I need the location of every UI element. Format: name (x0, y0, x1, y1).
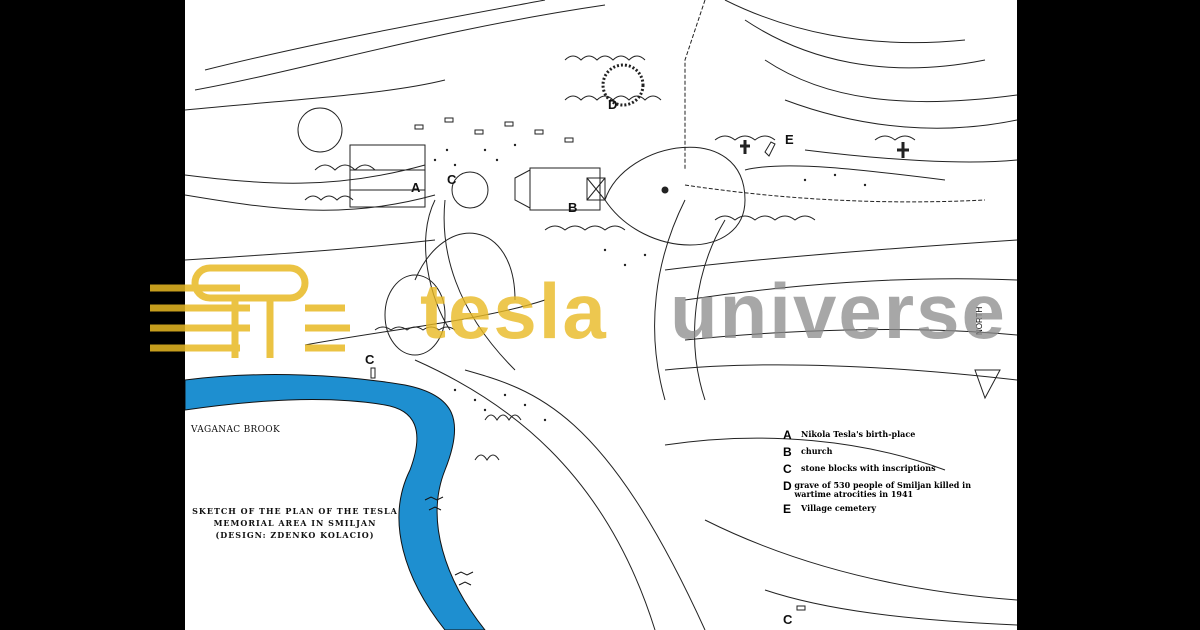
contour-line (684, 278, 1017, 301)
legend-text: grave of 530 people of Smiljan killed in… (794, 480, 972, 499)
contour-line (724, 0, 966, 44)
legend-item: D grave of 530 people of Smiljan killed … (783, 479, 983, 499)
vaganac-brook (185, 374, 486, 630)
legend-text: church (801, 446, 833, 456)
brook-label: VAGANAC BROOK (191, 425, 280, 435)
contour-line (764, 59, 1017, 103)
contour-line (194, 4, 606, 91)
legend-key: E (783, 502, 792, 516)
road (464, 369, 706, 630)
church-outline (529, 167, 601, 211)
legend-item: B church (783, 445, 983, 459)
legend-item: A Nikola Tesla's birth-place (783, 428, 983, 442)
legend-text: Nikola Tesla's birth-place (801, 429, 916, 439)
north-label: NORTH (975, 306, 984, 335)
marker-c-2: C (365, 352, 375, 367)
marker-b: B (568, 200, 578, 215)
plan-title-line-1: SKETCH OF THE PLAN OF THE TESLA (192, 506, 398, 516)
contour-line (185, 239, 436, 261)
legend-text: stone blocks with inscriptions (801, 463, 936, 473)
contour-line (185, 79, 446, 111)
plan-title-line-2: MEMORIAL AREA IN SMILJAN (213, 518, 377, 528)
road (694, 219, 726, 401)
contour-line (664, 437, 946, 471)
plan-title: SKETCH OF THE PLAN OF THE TESLA MEMORIAL… (185, 505, 405, 541)
road (654, 199, 686, 401)
site-plan-drawing (185, 0, 1017, 630)
fence (684, 0, 706, 170)
road (414, 232, 516, 301)
legend-item: C stone blocks with inscriptions (783, 462, 983, 476)
contour-line (764, 589, 1017, 626)
contour-line (185, 194, 436, 211)
grave-circle (601, 63, 645, 107)
marker-e: E (785, 132, 794, 147)
fence (684, 184, 986, 203)
contour-line (744, 19, 986, 69)
roundabout (384, 274, 446, 356)
contour-line (664, 239, 1017, 271)
garden-loop (604, 146, 746, 246)
contour-line (664, 364, 1017, 381)
legend-key: D (783, 479, 792, 493)
marker-a: A (411, 180, 421, 195)
cross (897, 142, 909, 158)
marker-c-3: C (783, 612, 793, 627)
contour-line (704, 519, 1017, 601)
road (425, 199, 451, 331)
marker-c-1: C (447, 172, 457, 187)
legend-key: C (783, 462, 792, 476)
legend-text: Village cemetery (801, 503, 876, 513)
legend-key: B (783, 445, 792, 459)
contour-line (304, 299, 546, 346)
legend-key: A (783, 428, 792, 442)
legend-item: E Village cemetery (783, 502, 983, 516)
map-sheet: A B C C C D E VAGANAC BROOK SKETCH OF TH… (185, 0, 1017, 630)
contour-line (204, 0, 546, 71)
plan-title-line-3: (DESIGN: ZDENKO KOLACIO) (215, 530, 375, 540)
legend: A Nikola Tesla's birth-place B church C … (783, 428, 983, 519)
contour-line (784, 99, 1017, 129)
road (414, 359, 656, 630)
birthplace-outline (349, 144, 426, 208)
contour-line (684, 329, 1017, 341)
road (443, 199, 516, 371)
cross (740, 140, 750, 154)
contour-line (185, 164, 426, 184)
marker-d: D (608, 97, 618, 112)
contour-line (804, 149, 1017, 163)
